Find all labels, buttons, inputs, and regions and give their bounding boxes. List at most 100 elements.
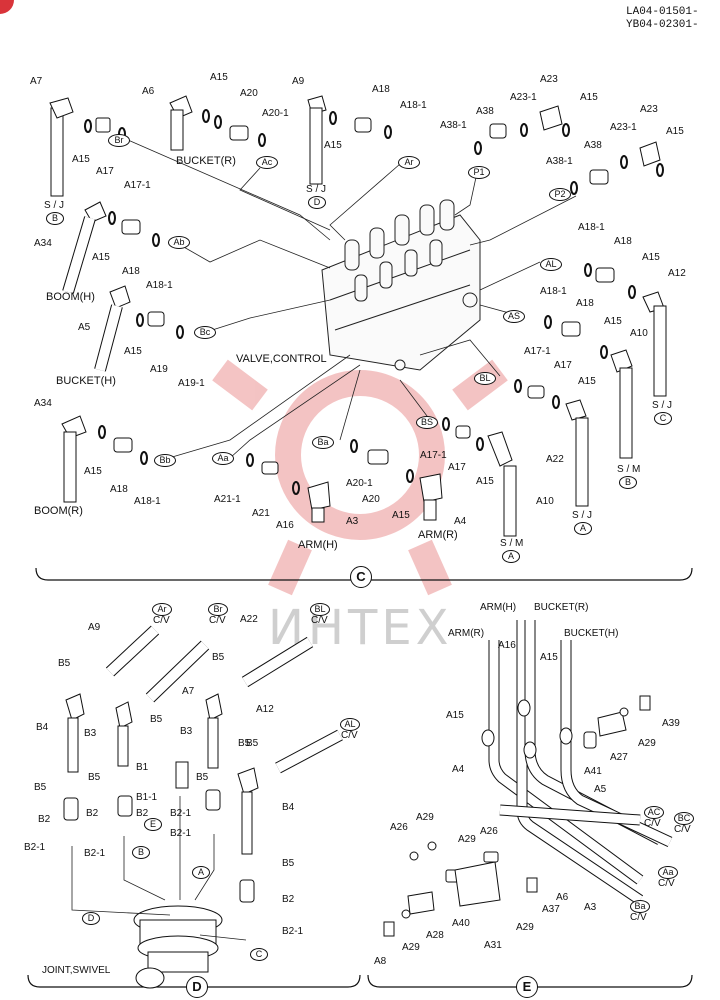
- section-e-mark: E: [516, 976, 538, 998]
- part-label-a6: A6: [142, 86, 155, 97]
- part-label-a29: A29: [416, 812, 434, 823]
- part-label-b5: B5: [282, 858, 295, 869]
- cv-tag-circle: Ar: [152, 603, 172, 616]
- cv-tag-text: C/V: [658, 878, 675, 889]
- part-label-b2-1: B2-1: [24, 842, 46, 853]
- part-label-a37: A37: [542, 904, 560, 915]
- section-c-leader-lines: [127, 139, 577, 461]
- header-code-2: YB04-02301-: [626, 19, 699, 31]
- part-label-a15: A15: [324, 140, 342, 151]
- part-label-b2: B2: [86, 808, 99, 819]
- section-c-mark: C: [350, 566, 372, 588]
- port-mark-ar: Ar: [398, 156, 420, 169]
- part-label-a20: A20: [240, 88, 258, 99]
- joint-mark-text: S / J: [652, 400, 673, 411]
- section-d-drawing: [63, 625, 343, 989]
- part-label-b5: B5: [58, 658, 71, 669]
- part-label-a40: A40: [452, 918, 470, 929]
- part-label-a4: A4: [452, 764, 465, 775]
- cv-tag-circle: AC: [644, 806, 664, 819]
- part-label-a15: A15: [210, 72, 228, 83]
- part-label-a15: A15: [124, 346, 142, 357]
- header-code-1: LA04-01501-: [626, 6, 699, 18]
- section-e-drawing: [488, 620, 673, 905]
- part-label-b2-1: B2-1: [170, 828, 192, 839]
- hose-label: ARM(H): [480, 602, 517, 613]
- part-label-a17-1: A17-1: [420, 450, 447, 461]
- joint-swivel-label: JOINT,SWIVEL: [42, 965, 111, 976]
- cv-tag-text: C/V: [674, 824, 691, 835]
- part-label-a15: A15: [72, 154, 90, 165]
- small-mark-b: B: [132, 846, 150, 859]
- part-label-a23: A23: [540, 74, 558, 85]
- part-label-a12: A12: [256, 704, 274, 715]
- part-label-a10: A10: [536, 496, 554, 507]
- part-label-a15: A15: [446, 710, 464, 721]
- part-label-a18: A18: [122, 266, 140, 277]
- part-label-b4: B4: [36, 722, 49, 733]
- part-label-a29: A29: [638, 738, 656, 749]
- part-label-a15: A15: [84, 466, 102, 477]
- part-label-a7: A7: [182, 686, 195, 697]
- part-label-a31: A31: [484, 940, 502, 951]
- part-label-a3: A3: [346, 516, 359, 527]
- part-label-b5: B5: [238, 738, 251, 749]
- part-label-a15: A15: [580, 92, 598, 103]
- part-label-a18-1: A18-1: [400, 100, 427, 111]
- part-label-a22: A22: [240, 614, 258, 625]
- joint-mark-circle: A: [574, 522, 592, 535]
- cv-tag-text: C/V: [341, 730, 358, 741]
- part-label-a17-1: A17-1: [124, 180, 151, 191]
- part-label-a17: A17: [554, 360, 572, 371]
- part-label-a29: A29: [516, 922, 534, 933]
- part-label-a5: A5: [594, 784, 607, 795]
- part-label-b2: B2: [282, 894, 295, 905]
- part-label-a34: A34: [34, 398, 52, 409]
- watermark-gear-icon: [212, 320, 508, 596]
- arm-r-label: ARM(R): [418, 529, 458, 541]
- hose-label: BUCKET(R): [534, 602, 589, 613]
- part-label-a23-1: A23-1: [610, 122, 637, 133]
- port-mark-bb: Bb: [154, 454, 176, 467]
- part-label-a27: A27: [610, 752, 628, 763]
- small-mark-c: C: [250, 948, 268, 961]
- part-label-b2-1: B2-1: [170, 808, 192, 819]
- part-label-a17: A17: [96, 166, 114, 177]
- cv-tag-circle: BC: [674, 812, 694, 825]
- joint-mark-circle: D: [308, 196, 326, 209]
- part-label-a23-1: A23-1: [510, 92, 537, 103]
- joint-mark-circle: B: [46, 212, 64, 225]
- part-label-b1-1: B1-1: [136, 792, 158, 803]
- joint-mark-text: S / J: [306, 184, 327, 195]
- part-label-a38: A38: [476, 106, 494, 117]
- part-label-a15: A15: [92, 252, 110, 263]
- part-label-a9: A9: [88, 622, 101, 633]
- boom-r-label: BOOM(R): [34, 505, 83, 517]
- cv-tag-circle: AL: [340, 718, 360, 731]
- part-label-a18-1: A18-1: [540, 286, 567, 297]
- part-label-b4: B4: [282, 802, 295, 813]
- part-label-a15: A15: [540, 652, 558, 663]
- port-mark-as: AS: [503, 310, 525, 323]
- joint-mark-text: S / J: [572, 510, 593, 521]
- port-mark-p1: P1: [468, 166, 490, 179]
- part-label-a21: A21: [252, 508, 270, 519]
- part-label-a22: A22: [546, 454, 564, 465]
- section-d-leaders: [71, 796, 247, 941]
- part-label-a9: A9: [292, 76, 305, 87]
- part-label-a18-1: A18-1: [146, 280, 173, 291]
- part-label-a4: A4: [454, 516, 467, 527]
- part-label-a39: A39: [662, 718, 680, 729]
- port-mark-bs: BS: [416, 416, 438, 429]
- part-label-a18: A18: [372, 84, 390, 95]
- part-label-b2-1: B2-1: [282, 926, 304, 937]
- part-label-a18-1: A18-1: [578, 222, 605, 233]
- part-label-a29: A29: [458, 834, 476, 845]
- joint-mark-circle: C: [654, 412, 672, 425]
- section-d-mark: D: [186, 976, 208, 998]
- part-label-a15: A15: [578, 376, 596, 387]
- part-label-a3: A3: [584, 902, 597, 913]
- joint-mark-text: S / J: [44, 200, 65, 211]
- cv-tag-circle: BL: [310, 603, 330, 616]
- part-label-a17-1: A17-1: [524, 346, 551, 357]
